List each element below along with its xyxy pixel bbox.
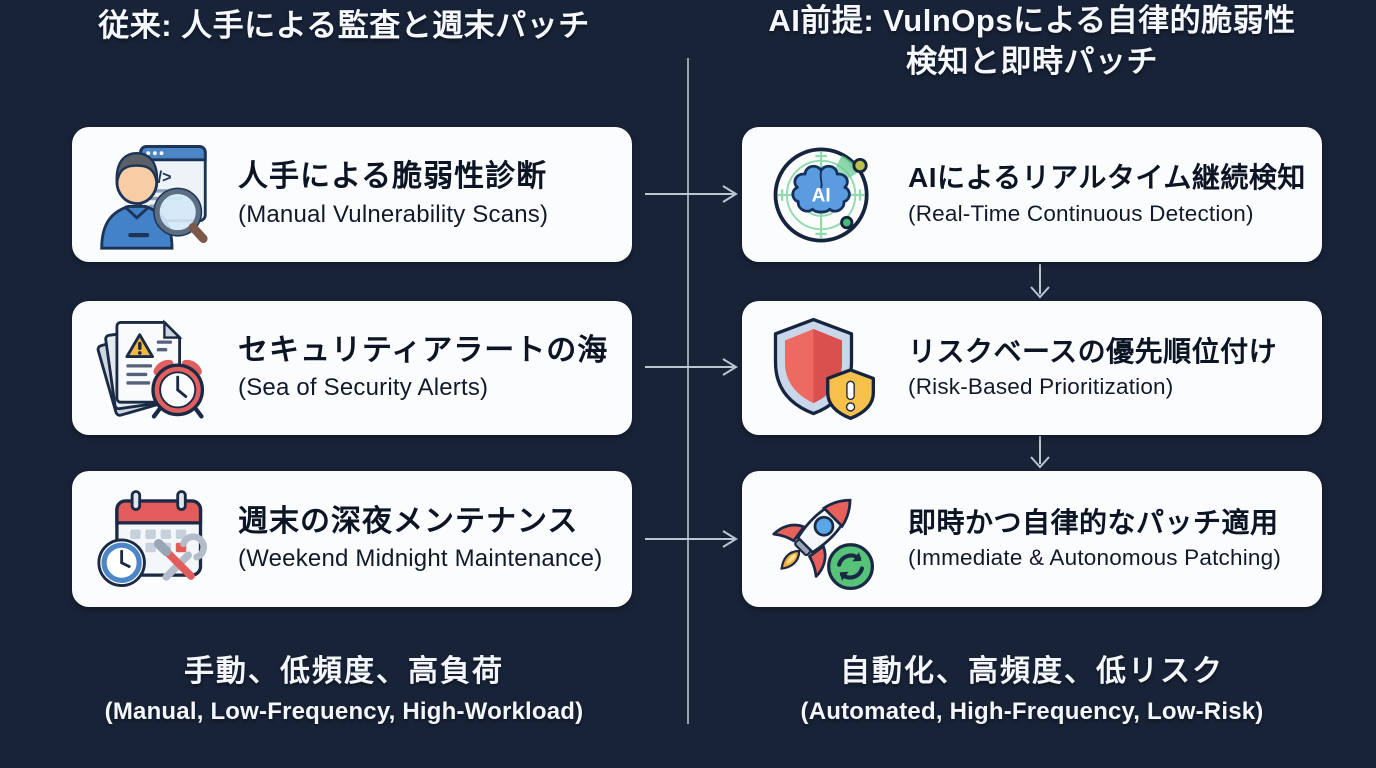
left-summary: 手動、低頻度、高負荷 (Manual, Low-Frequency, High-… bbox=[0, 646, 688, 726]
shield-alert-icon bbox=[766, 313, 880, 423]
left-summary-jp: 手動、低頻度、高負荷 bbox=[184, 655, 504, 688]
card-title-jp: セキュリティアラートの海 bbox=[238, 333, 609, 367]
card-realtime-continuous-detection: AI AIによるリアルタイム継続検知 (Real-Time Continuous… bbox=[742, 127, 1322, 262]
card-title-en: (Manual Vulnerability Scans) bbox=[238, 200, 549, 228]
right-column-header: AI前提: VulnOpsによる自律的脆弱性 検知と即時パッチ bbox=[688, 0, 1376, 82]
card-weekend-midnight-maintenance: 週末の深夜メンテナンス (Weekend Midnight Maintenanc… bbox=[72, 471, 632, 607]
card-manual-vulnerability-scans: </> 人手による脆弱性診断 (Manual Vulnerability Sca… bbox=[72, 127, 632, 262]
ai-radar-brain-icon: AI bbox=[766, 140, 880, 250]
card-title-jp: 人手による脆弱性診断 bbox=[238, 160, 548, 194]
right-summary: 自動化、高頻度、低リスク (Automated, High-Frequency,… bbox=[688, 646, 1376, 726]
card-title-en: (Real-Time Continuous Detection) bbox=[908, 200, 1254, 226]
left-column-header: 従来: 人手による監査と週末パッチ bbox=[98, 8, 590, 43]
arrow-down-right-1 bbox=[1030, 264, 1050, 299]
right-column-header-line1: AI前提: VulnOpsによる自律的脆弱性 bbox=[768, 3, 1296, 38]
alert-documents-clock-icon bbox=[96, 313, 210, 423]
card-title-en: (Sea of Security Alerts) bbox=[238, 374, 489, 402]
card-sea-of-security-alerts: セキュリティアラートの海 (Sea of Security Alerts) bbox=[72, 301, 632, 435]
card-title-en: (Weekend Midnight Maintenance) bbox=[238, 545, 603, 573]
card-title-jp: 即時かつ自律的なパッチ適用 bbox=[908, 506, 1279, 538]
card-title-jp: AIによるリアルタイム継続検知 bbox=[908, 162, 1306, 194]
card-risk-based-prioritization: リスクベースの優先順位付け (Risk-Based Prioritization… bbox=[742, 301, 1322, 435]
svg-text:AI: AI bbox=[812, 185, 831, 206]
card-title-jp: 週末の深夜メンテナンス bbox=[238, 504, 579, 538]
arrow-left-to-right-2 bbox=[645, 358, 738, 376]
right-summary-en: (Automated, High-Frequency, Low-Risk) bbox=[800, 698, 1264, 725]
person-magnifier-icon: </> bbox=[96, 140, 210, 250]
calendar-maintenance-icon bbox=[96, 484, 210, 594]
card-title-jp: リスクベースの優先順位付け bbox=[908, 335, 1278, 367]
right-summary-jp: 自動化、高頻度、低リスク bbox=[840, 655, 1224, 688]
arrow-left-to-right-1 bbox=[645, 185, 738, 203]
card-title-en: (Immediate & Autonomous Patching) bbox=[908, 545, 1282, 571]
rocket-refresh-icon bbox=[766, 484, 880, 594]
card-immediate-autonomous-patching: 即時かつ自律的なパッチ適用 (Immediate & Autonomous Pa… bbox=[742, 471, 1322, 607]
card-title-en: (Risk-Based Prioritization) bbox=[908, 374, 1174, 400]
right-column-header-line2: 検知と即時パッチ bbox=[906, 44, 1158, 79]
arrow-down-right-2 bbox=[1030, 436, 1050, 469]
arrow-left-to-right-3 bbox=[645, 530, 738, 548]
left-summary-en: (Manual, Low-Frequency, High-Workload) bbox=[104, 698, 584, 725]
